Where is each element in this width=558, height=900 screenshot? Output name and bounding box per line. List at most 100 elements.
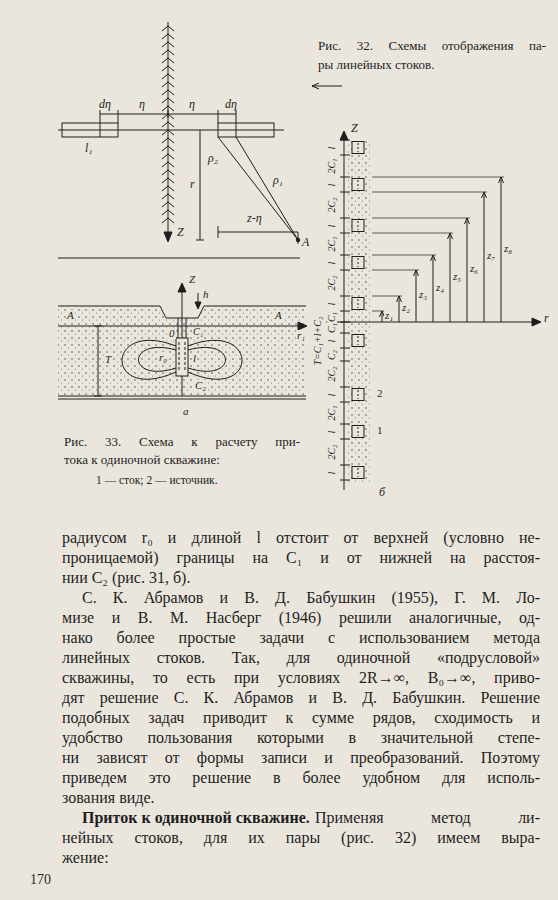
figure-label: z-η	[246, 212, 263, 224]
run-in-heading: Приток к одиночной скважине.	[82, 808, 310, 827]
callout-number: 1	[376, 425, 384, 436]
boundary-tick	[340, 177, 350, 178]
boundary-tick	[340, 465, 350, 466]
dimension-label: l	[327, 260, 337, 265]
arrow-head	[499, 177, 504, 183]
axis-line	[58, 130, 284, 131]
dimension-line	[218, 226, 298, 244]
fence-mark	[162, 194, 174, 199]
point-a	[296, 238, 300, 242]
figure-label: Z	[176, 226, 185, 238]
well-filter	[358, 427, 359, 436]
dimension-line	[433, 255, 434, 322]
body-line: дят решение С. К. Абрамов и В. Д. Бабушк…	[62, 688, 540, 707]
arrow-head	[298, 322, 307, 330]
body-line: ни зависят от формы записи и преобразова…	[62, 748, 540, 767]
arrow-head	[532, 318, 541, 326]
dimension-label: 2C₂	[327, 274, 337, 291]
figure-label: r₁	[296, 330, 306, 341]
figure-label: 0	[168, 328, 176, 339]
fence-mark	[162, 130, 174, 135]
well-filter	[358, 143, 359, 152]
dimension-label: 2C₁	[327, 404, 337, 421]
dimension-label: z₁	[384, 310, 394, 321]
callout-number: 2	[376, 388, 384, 399]
body-line: нии C₂ (рис. 31, б).	[62, 568, 190, 587]
boundary-tick	[340, 361, 350, 362]
body-line: подобных задач приводит к сумме рядов, с…	[62, 708, 540, 727]
body-line: скважины, то есть при условиях 2R→∞, B₀→…	[62, 668, 540, 687]
fence-mark	[162, 82, 174, 87]
well-image	[352, 179, 364, 191]
flow-line	[122, 340, 176, 379]
fence-mark	[162, 170, 174, 175]
well-filter	[358, 336, 359, 345]
body-line: Применяя метод ли-	[315, 808, 540, 827]
boundary-tick	[340, 424, 350, 425]
extension-line	[372, 233, 453, 234]
fence-mark	[162, 218, 174, 223]
dimension-line	[416, 270, 417, 322]
figure-label: η	[138, 98, 146, 110]
figure-33a	[58, 283, 307, 399]
figure-label: A	[274, 310, 283, 321]
body-line: радиусом r₀ и длиной l отстоит от верхне…	[62, 528, 540, 547]
fence-mark	[162, 74, 174, 79]
figure-label: l₁	[84, 142, 94, 154]
figure-label: T	[104, 354, 112, 365]
arrow-head	[178, 283, 186, 292]
caption-line: Рис. 32. Схемы отображения па-	[318, 38, 546, 54]
well-filter	[358, 390, 359, 399]
pointer-arrow	[312, 83, 342, 89]
dimension-label: z₄	[435, 282, 445, 293]
boundary-tick	[340, 322, 350, 323]
dimension-label: z₇	[486, 250, 496, 261]
well-image	[352, 467, 364, 479]
boundary-tick	[340, 311, 350, 312]
fence-mark	[162, 146, 174, 151]
fence-mark	[162, 154, 174, 159]
fence-mark	[162, 178, 174, 183]
body-line: проницаемой) границы на C₁ и от нижней н…	[62, 548, 540, 567]
figure-32	[58, 22, 342, 258]
figure-label: η	[188, 98, 196, 110]
dimension-label: z₃	[418, 289, 428, 300]
boundary-tick	[340, 155, 350, 156]
well-filter	[176, 338, 188, 376]
caption-line: Рис. 33. Схема к расчету при-	[64, 434, 300, 450]
fence-mark	[162, 210, 174, 215]
figure-label: A	[66, 310, 75, 321]
boundary-tick	[340, 192, 350, 193]
element-mark	[100, 123, 101, 137]
boundary-tick	[340, 439, 350, 440]
dimension-label: z₆	[469, 263, 479, 274]
axis-line	[326, 322, 534, 323]
well-filter	[358, 221, 359, 230]
dimension-label: z₈	[503, 243, 513, 254]
arrow-head	[340, 131, 348, 140]
dimension-label: l	[327, 392, 337, 397]
body-line: С. К. Абрамов и В. Д. Бабушкин (1955), Г…	[82, 588, 540, 607]
fence-mark	[162, 122, 174, 127]
body-line: линейных стоков. Так, для одиночной «под…	[62, 648, 540, 667]
body-line: жение:	[62, 848, 109, 867]
well-image	[352, 257, 364, 269]
well-filter	[358, 468, 359, 477]
fence-mark	[162, 34, 174, 39]
dimension-label: l	[327, 470, 337, 475]
figure-label: a	[182, 406, 190, 417]
dimension-label: l	[327, 338, 337, 343]
fence-mark	[162, 106, 174, 111]
boundary-tick	[340, 233, 350, 234]
dimension-line	[100, 110, 236, 123]
boundary-tick	[340, 333, 350, 334]
extension-line	[372, 218, 470, 219]
well-image	[352, 142, 364, 154]
distance-line	[218, 137, 298, 240]
fence-mark	[162, 26, 174, 31]
extension-line	[372, 296, 402, 297]
dimension-label: z₂	[401, 302, 411, 313]
extension-line	[372, 270, 419, 271]
figure-label: A	[301, 236, 310, 248]
fence-mark	[162, 66, 174, 71]
